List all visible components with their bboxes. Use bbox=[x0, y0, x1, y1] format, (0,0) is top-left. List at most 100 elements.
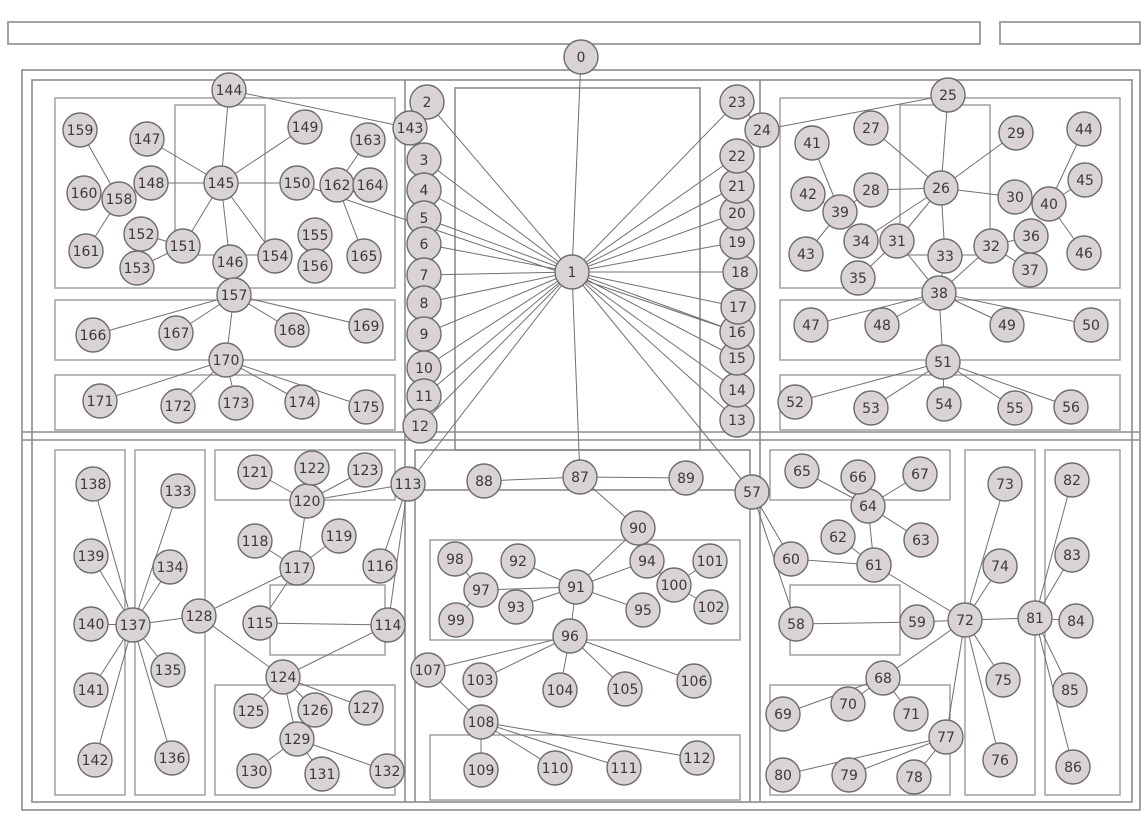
node-label: 110 bbox=[542, 761, 569, 777]
node-162: 162 bbox=[320, 168, 354, 202]
node-161: 161 bbox=[69, 234, 103, 268]
node-121: 121 bbox=[238, 455, 272, 489]
node-128: 128 bbox=[182, 599, 216, 633]
node-157: 157 bbox=[217, 278, 251, 312]
node-label: 84 bbox=[1067, 614, 1085, 630]
node-label: 117 bbox=[284, 561, 311, 577]
node-154: 154 bbox=[258, 239, 292, 273]
node-143: 143 bbox=[393, 111, 427, 145]
node-88: 88 bbox=[467, 464, 501, 498]
node-label: 19 bbox=[728, 235, 746, 251]
node-label: 71 bbox=[902, 707, 920, 723]
node-label: 83 bbox=[1063, 548, 1081, 564]
node-label: 16 bbox=[728, 325, 746, 341]
node-label: 86 bbox=[1064, 760, 1082, 776]
node-label: 127 bbox=[353, 701, 380, 717]
node-label: 88 bbox=[475, 474, 493, 490]
node-27: 27 bbox=[854, 111, 888, 145]
node-84: 84 bbox=[1059, 604, 1093, 638]
node-102: 102 bbox=[694, 590, 728, 624]
node-42: 42 bbox=[791, 177, 825, 211]
top-corridor-wall bbox=[8, 22, 980, 44]
node-label: 56 bbox=[1062, 400, 1080, 416]
node-label: 20 bbox=[728, 206, 746, 222]
node-31: 31 bbox=[880, 224, 914, 258]
node-label: 85 bbox=[1061, 683, 1079, 699]
node-77: 77 bbox=[929, 720, 963, 754]
edge-72-77 bbox=[946, 620, 965, 737]
node-33: 33 bbox=[928, 239, 962, 273]
node-1: 1 bbox=[555, 255, 589, 289]
node-label: 80 bbox=[774, 768, 792, 784]
node-label: 44 bbox=[1075, 122, 1093, 138]
node-label: 17 bbox=[729, 300, 747, 316]
node-label: 61 bbox=[865, 558, 883, 574]
node-label: 12 bbox=[411, 419, 429, 435]
node-103: 103 bbox=[463, 663, 497, 697]
node-152: 152 bbox=[124, 217, 158, 251]
node-165: 165 bbox=[347, 239, 381, 273]
node-label: 133 bbox=[165, 484, 192, 500]
node-label: 6 bbox=[420, 237, 429, 253]
node-label: 135 bbox=[155, 663, 182, 679]
node-label: 150 bbox=[284, 176, 311, 192]
node-label: 40 bbox=[1040, 197, 1058, 213]
node-50: 50 bbox=[1074, 308, 1108, 342]
node-label: 72 bbox=[956, 613, 974, 629]
node-17: 17 bbox=[721, 290, 755, 324]
node-label: 81 bbox=[1026, 611, 1044, 627]
node-23: 23 bbox=[720, 85, 754, 119]
edge-1-13 bbox=[572, 272, 737, 420]
node-91: 91 bbox=[559, 570, 593, 604]
node-6: 6 bbox=[407, 227, 441, 261]
node-label: 48 bbox=[873, 318, 891, 334]
node-label: 138 bbox=[80, 477, 107, 493]
edge-108-112 bbox=[481, 722, 697, 758]
node-46: 46 bbox=[1067, 236, 1101, 270]
node-113: 113 bbox=[391, 467, 425, 501]
node-118: 118 bbox=[238, 524, 272, 558]
node-80: 80 bbox=[766, 758, 800, 792]
node-85: 85 bbox=[1053, 673, 1087, 707]
node-111: 111 bbox=[607, 751, 641, 785]
node-label: 45 bbox=[1076, 173, 1094, 189]
node-53: 53 bbox=[854, 391, 888, 425]
edge-1-4 bbox=[424, 190, 572, 272]
node-81: 81 bbox=[1018, 601, 1052, 635]
edge-1-8 bbox=[424, 272, 572, 303]
node-label: 21 bbox=[728, 179, 746, 195]
node-label: 69 bbox=[774, 707, 792, 723]
node-label: 100 bbox=[661, 578, 688, 594]
node-label: 35 bbox=[849, 271, 867, 287]
node-label: 22 bbox=[728, 149, 746, 165]
node-label: 47 bbox=[802, 318, 820, 334]
node-110: 110 bbox=[538, 751, 572, 785]
node-label: 94 bbox=[638, 554, 656, 570]
node-label: 167 bbox=[163, 326, 190, 342]
node-label: 171 bbox=[87, 394, 114, 410]
node-153: 153 bbox=[120, 251, 154, 285]
node-label: 128 bbox=[186, 609, 213, 625]
node-108: 108 bbox=[464, 705, 498, 739]
outer-wall-inner bbox=[32, 80, 1132, 802]
node-66: 66 bbox=[841, 460, 875, 494]
node-label: 68 bbox=[874, 671, 892, 687]
node-label: 116 bbox=[367, 559, 394, 575]
node-label: 168 bbox=[279, 323, 306, 339]
node-label: 15 bbox=[728, 351, 746, 367]
node-129: 129 bbox=[280, 722, 314, 756]
node-126: 126 bbox=[298, 693, 332, 727]
node-97: 97 bbox=[464, 573, 498, 607]
node-140: 140 bbox=[74, 607, 108, 641]
node-label: 165 bbox=[351, 249, 378, 265]
node-label: 25 bbox=[939, 88, 957, 104]
node-114: 114 bbox=[371, 608, 405, 642]
node-label: 11 bbox=[415, 389, 433, 405]
edge-114-115 bbox=[260, 623, 388, 625]
node-label: 113 bbox=[395, 477, 422, 493]
node-43: 43 bbox=[789, 237, 823, 271]
node-label: 14 bbox=[728, 383, 746, 399]
node-label: 134 bbox=[157, 560, 184, 576]
edge-1-6 bbox=[424, 244, 572, 272]
node-12: 12 bbox=[403, 409, 437, 443]
